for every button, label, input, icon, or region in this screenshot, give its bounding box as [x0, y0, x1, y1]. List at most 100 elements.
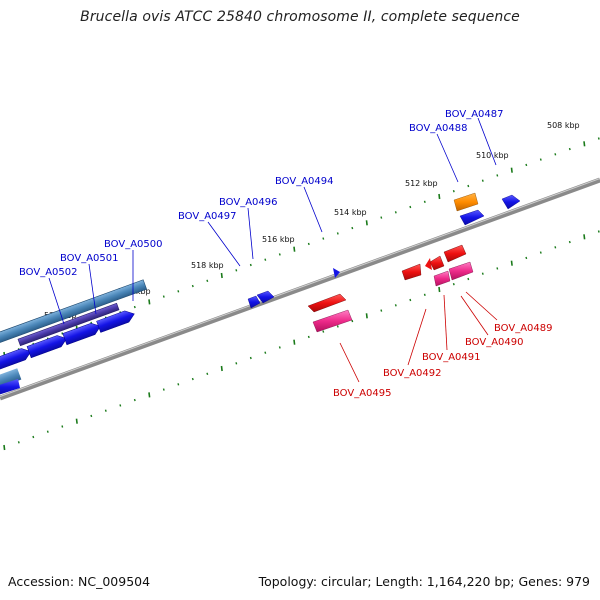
label-bov-a0487[interactable]: BOV_A0487 [445, 109, 504, 120]
label-bov-a0491[interactable]: BOV_A0491 [422, 352, 481, 363]
upper-scale-tick [380, 216, 383, 219]
label-bov-a0500[interactable]: BOV_A0500 [104, 239, 163, 250]
scale-label-512: 512 kbp [405, 179, 438, 188]
lower-scale-tick [46, 430, 49, 433]
gene-bov-a0491[interactable] [429, 255, 445, 271]
gene-arrow[interactable] [62, 321, 103, 346]
lower-scale-tick [220, 365, 223, 372]
label-bov-a0489[interactable]: BOV_A0489 [494, 323, 553, 334]
map-title: Brucella ovis ATCC 25840 chromosome II, … [80, 9, 520, 25]
upper-scale-tick [525, 163, 528, 167]
upper-scale-tick [249, 263, 252, 267]
upper-scale-tick [539, 158, 542, 161]
lower-scale-track [3, 230, 600, 451]
gene-bov-a0488-pseudo[interactable] [453, 192, 479, 212]
leader-bov-a0490 [460, 295, 489, 336]
scale-label-518: 518 kbp [191, 261, 224, 270]
forward-leader-lines [48, 117, 497, 325]
leader-bov-a0491 [443, 294, 448, 351]
lower-scale-tick [452, 282, 455, 286]
lower-scale-tick [264, 351, 267, 354]
upper-scale-tick [307, 242, 310, 246]
upper-scale-tick [264, 258, 267, 261]
lower-scale-tick [293, 339, 296, 345]
lower-scale-tick [322, 330, 325, 333]
accession-text: Accession: NC_009504 [8, 574, 151, 589]
lower-scale-tick [75, 418, 78, 424]
rna-bov-a0491[interactable] [433, 270, 451, 287]
lower-scale-tick [409, 298, 412, 302]
label-bov-a0492[interactable]: BOV_A0492 [383, 368, 442, 379]
rna-bov-a0489[interactable] [448, 261, 474, 281]
gene-bov-a0494[interactable] [333, 268, 340, 278]
upper-scale-tick [438, 193, 441, 200]
gene-bov-a0492[interactable] [401, 263, 422, 281]
gene-bov-a0497[interactable] [247, 295, 261, 309]
label-bov-a0496[interactable]: BOV_A0496 [219, 197, 278, 208]
lower-scale-tick [90, 414, 93, 418]
gene-arrow-edge[interactable] [0, 379, 20, 395]
scale-label-514: 514 kbp [334, 208, 367, 217]
upper-scale-tick [322, 237, 325, 240]
lower-scale-tick [307, 335, 310, 339]
label-bov-a0497[interactable]: BOV_A0497 [178, 211, 237, 222]
gene-bov-a0495[interactable] [307, 293, 347, 313]
upper-scale-tick [452, 189, 455, 193]
lower-scale-tick [380, 309, 383, 312]
label-bov-a0495[interactable]: BOV_A0495 [333, 388, 392, 399]
label-bov-a0502[interactable]: BOV_A0502 [19, 267, 78, 278]
scale-label-508: 508 kbp [547, 121, 580, 130]
forward-gene-labels: BOV_A0487 BOV_A0488 BOV_A0494 BOV_A0496 … [19, 109, 504, 278]
lower-scale-tick [133, 398, 136, 402]
leader-bov-a0494 [303, 186, 323, 233]
label-bov-a0490[interactable]: BOV_A0490 [465, 337, 524, 348]
lower-scale-tick [162, 388, 165, 391]
upper-scale-tick [409, 205, 412, 209]
chromosome-backbone-highlight [0, 178, 600, 397]
upper-scale-tick [191, 284, 194, 288]
upper-scale-tick [423, 200, 426, 204]
leader-bov-a0495 [339, 342, 360, 383]
leader-bov-a0488 [436, 133, 459, 183]
upper-scale-tick [162, 295, 165, 298]
gene-arrow[interactable] [26, 333, 69, 359]
topology-summary: Topology: circular; Length: 1,164,220 bp… [258, 574, 590, 589]
upper-scale-tick [365, 220, 368, 226]
lower-scale-tick [539, 251, 542, 254]
lower-scale-tick [394, 304, 397, 307]
gene-arrow[interactable] [96, 308, 137, 333]
upper-scale-tick [554, 153, 557, 156]
lower-scale-tick [104, 409, 107, 412]
gene-bov-a0488[interactable] [459, 209, 485, 226]
gene-arrow[interactable] [0, 346, 33, 372]
operon-block[interactable] [0, 279, 148, 348]
lower-scale-tick [17, 441, 20, 444]
leader-bov-a0496 [247, 207, 254, 260]
operon-block-edge[interactable] [0, 368, 22, 388]
rna-bov-a0495[interactable] [312, 309, 353, 333]
gene-bov-a0487[interactable] [501, 194, 521, 210]
lower-scale-tick [568, 240, 571, 244]
lower-scale-tick [32, 435, 35, 439]
gene-bov-a0496[interactable] [256, 290, 275, 304]
label-bov-a0494[interactable]: BOV_A0494 [275, 176, 334, 187]
upper-scale-tick [336, 232, 339, 235]
lower-scale-tick [235, 362, 238, 365]
gene-bov-a0491-small[interactable] [425, 258, 432, 270]
lower-scale-tick [191, 377, 194, 381]
reverse-leader-lines [339, 291, 498, 383]
label-bov-a0501[interactable]: BOV_A0501 [60, 253, 119, 264]
gene-bov-a0490[interactable] [443, 244, 467, 263]
upper-scale-tick [467, 184, 470, 188]
upper-scale-tick [351, 226, 354, 230]
lower-scale-tick [365, 313, 368, 319]
lower-scale-tick [438, 286, 441, 293]
leader-bov-a0501 [88, 263, 97, 315]
label-bov-a0488[interactable]: BOV_A0488 [409, 123, 468, 134]
lower-scale-tick [525, 256, 528, 260]
operon-block-lower[interactable] [17, 302, 120, 347]
lower-scale-tick [351, 319, 354, 323]
chromosome-backbone [0, 177, 600, 401]
upper-scale-tick [481, 179, 484, 182]
